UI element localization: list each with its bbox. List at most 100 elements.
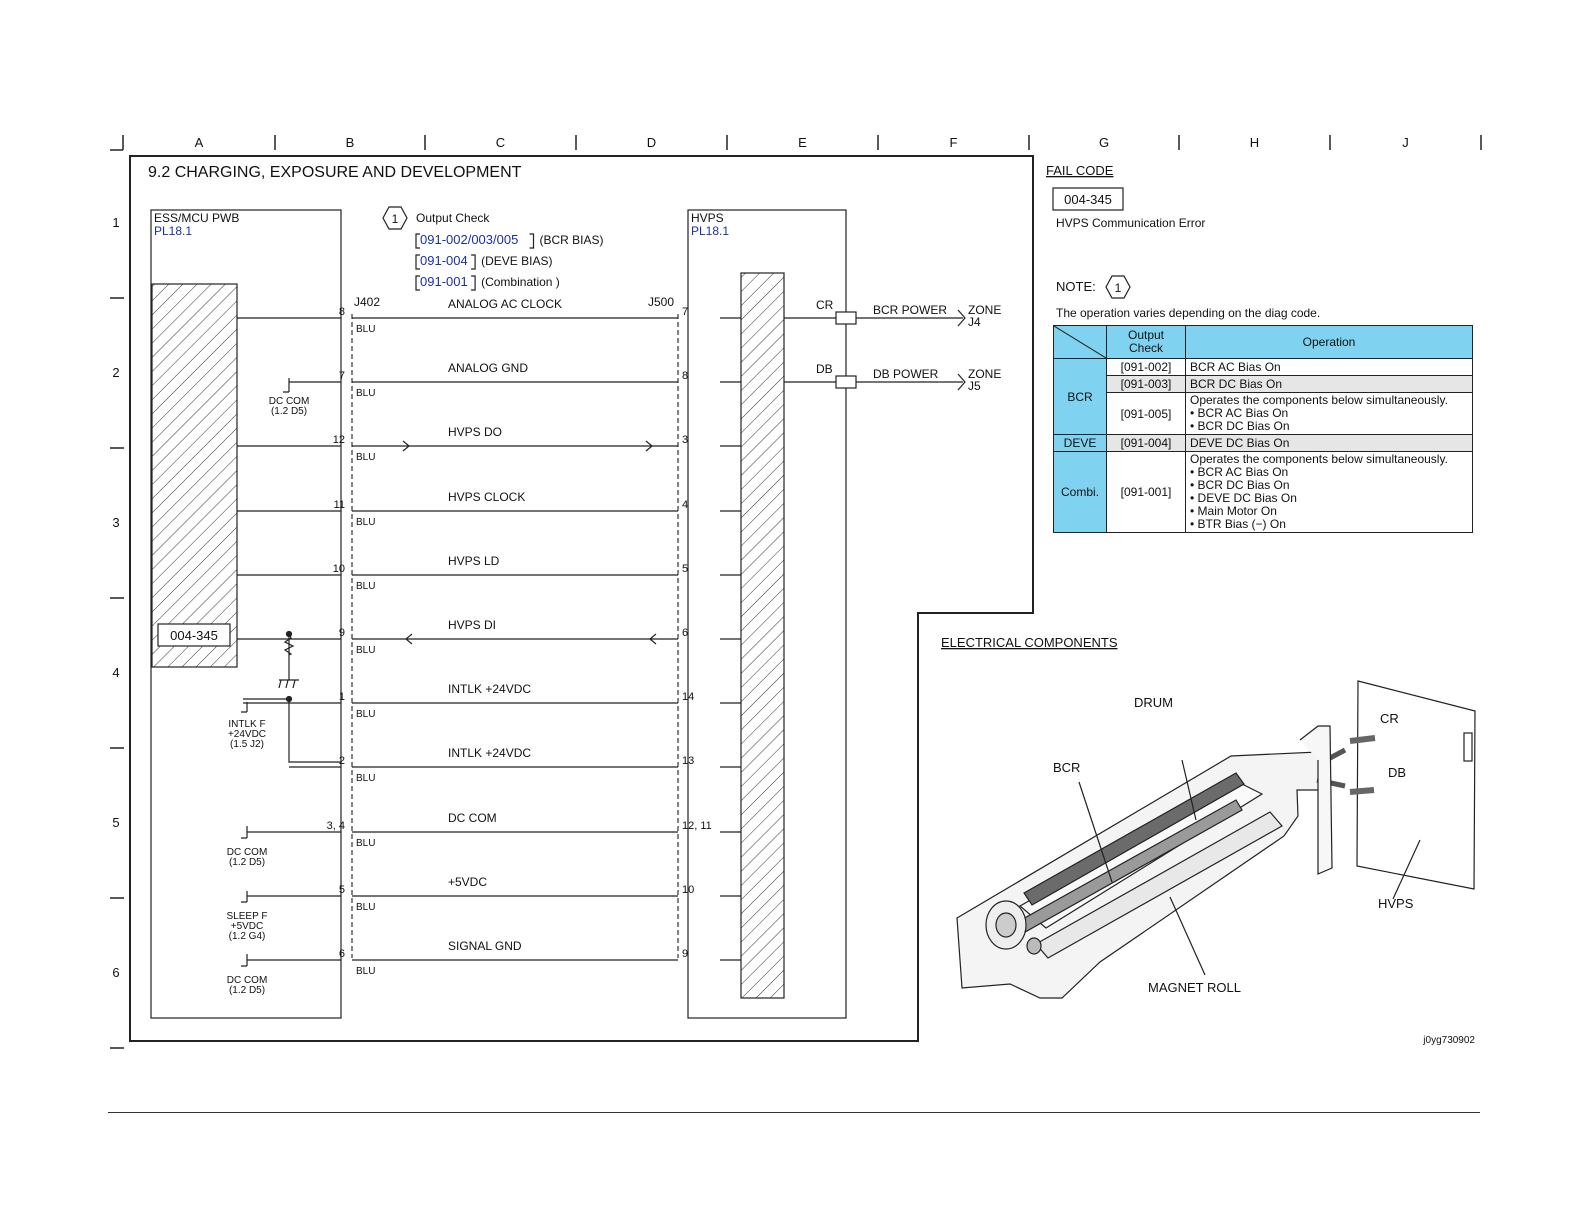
output-check-marker: 1 (392, 212, 399, 226)
db-label: DB (1388, 765, 1406, 780)
table-row: Combi.[091-001] Operates the components b… (1053, 451, 1473, 533)
wire-color: BLU (356, 902, 375, 913)
diagonal-divider (1054, 326, 1106, 358)
group-cell: Combi. (1053, 451, 1107, 533)
column-label: J (1402, 135, 1409, 150)
ground-ref-text: DC COM (227, 847, 268, 858)
drum-label: DRUM (1134, 695, 1173, 710)
arrow-left-icon (405, 633, 657, 645)
pin-left: 1 (339, 691, 345, 703)
row-label: 5 (112, 815, 119, 830)
bcr-label: BCR (1053, 760, 1080, 775)
output-check-desc: (Combination ) (481, 275, 560, 289)
header-operation: Operation (1185, 325, 1473, 359)
column-label: F (950, 135, 958, 150)
diagram-border (129, 155, 1034, 1042)
ground-ref-text: +5VDC (231, 921, 264, 932)
fail-code-box (1052, 187, 1124, 211)
signal-name: HVPS DI (448, 618, 496, 632)
pin-right: 7 (682, 306, 688, 318)
note-marker: 1 (1115, 281, 1122, 295)
connector-j500: J500 (648, 295, 674, 309)
pin-right: 10 (682, 884, 694, 896)
signal-name: INTLK +24VDC (448, 682, 531, 696)
pin-right: 4 (682, 499, 688, 511)
fail-code-description: HVPS Communication Error (1056, 216, 1205, 230)
ess-ref: PL18.1 (154, 224, 192, 238)
wire-color: BLU (356, 324, 375, 335)
bracket-open (415, 275, 420, 291)
operation-cell: BCR AC Bias On (1185, 358, 1473, 376)
signal-name: +5VDC (448, 875, 487, 889)
pin-left: 12 (333, 434, 345, 446)
ground-ref-text: (1.2 D5) (271, 406, 307, 417)
pin-left: 6 (339, 948, 345, 960)
drum-unit-illustration (956, 680, 1476, 999)
ground-wiring (241, 378, 341, 967)
operation-line: BCR AC Bias On (1190, 359, 1281, 374)
output-check-legend: 1 Output Check 091-002/003/005(BCR BIAS)… (382, 206, 604, 291)
operation-line: • BCR AC Bias On (1190, 406, 1289, 420)
column-label: E (798, 135, 807, 150)
ground-ref-text: +24VDC (228, 729, 266, 740)
ess-name: ESS/MCU PWB (154, 211, 239, 225)
output-check-marker-icon (382, 206, 408, 230)
image-id: j0yg730902 (1422, 1035, 1475, 1046)
operation-line: DEVE DC Bias On (1190, 435, 1290, 450)
group-cell: BCR (1053, 358, 1107, 435)
hvps-hatched-block (740, 272, 785, 999)
page-title: 9.2 CHARGING, EXPOSURE AND DEVELOPMENT (148, 164, 522, 181)
operation-cell: Operates the components below simultaneo… (1185, 392, 1473, 435)
zone-label: ZONE (968, 303, 1001, 317)
pin-left: 5 (339, 884, 345, 896)
operation-line: • Main Motor On (1190, 504, 1277, 518)
column-label: H (1250, 135, 1259, 150)
ground-ref-text: (1.5 J2) (230, 739, 264, 750)
operation-line: • BCR DC Bias On (1190, 419, 1290, 433)
fail-code-heading: FAIL CODE (1046, 163, 1114, 178)
operation-line: Operates the components below simultaneo… (1190, 452, 1448, 466)
row-label: 1 (112, 215, 119, 230)
code-cell: [091-004] (1106, 434, 1186, 452)
wire-color: BLU (356, 966, 375, 977)
pin-left: 8 (339, 306, 345, 318)
output-label: BCR POWER (873, 303, 947, 317)
output-check-title: Output Check (416, 211, 490, 225)
terminal-label: DB (816, 362, 833, 376)
zone-ref: J5 (968, 379, 981, 393)
magnet-roll-label: MAGNET ROLL (1148, 980, 1241, 995)
ground-ref-text: (1.2 D5) (229, 985, 265, 996)
signal-name: INTLK +24VDC (448, 746, 531, 760)
cr-label: CR (1380, 711, 1399, 726)
wire-color: BLU (356, 388, 375, 399)
note-marker-icon (1105, 275, 1131, 299)
operation-line: BCR DC Bias On (1190, 376, 1283, 391)
operation-line: • BCR DC Bias On (1190, 478, 1290, 492)
table-row: DEVE[091-004]DEVE DC Bias On (1053, 434, 1473, 452)
operation-cell: DEVE DC Bias On (1185, 434, 1473, 452)
wire-color: BLU (356, 581, 375, 592)
table-row: BCR[091-002] BCR AC Bias On (1053, 358, 1473, 435)
operation-cell: Operates the components below simultaneo… (1185, 451, 1473, 533)
code-cell: [091-001] (1106, 451, 1186, 533)
code-cell: [091-002] (1106, 358, 1186, 376)
bracket-close (529, 233, 535, 249)
code-cell: [091-003] (1106, 375, 1186, 393)
output-label: DB POWER (873, 367, 939, 381)
column-label: B (346, 135, 355, 150)
bracket-open (415, 233, 420, 249)
note-text: The operation varies depending on the di… (1056, 306, 1320, 320)
ground-ref-text: DC COM (227, 975, 268, 986)
table-header-row: Output Check Operation (1053, 325, 1473, 359)
wire-color: BLU (356, 452, 375, 463)
wire-color: BLU (356, 517, 375, 528)
arrow-right-icon (402, 440, 653, 452)
pin-right: 13 (682, 755, 694, 767)
signal-name: HVPS DO (448, 425, 502, 439)
row-label: 6 (112, 965, 119, 980)
signal-name: HVPS CLOCK (448, 490, 525, 504)
ess-hatched-block (151, 283, 238, 668)
ground-ref-text: INTLK F (228, 719, 265, 730)
code-cell: [091-005] (1106, 392, 1186, 435)
